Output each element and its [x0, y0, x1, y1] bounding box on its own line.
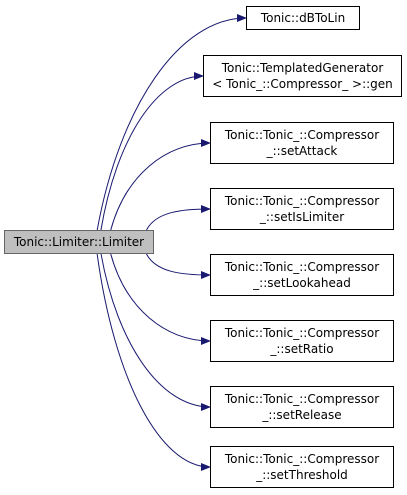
- callee-label-line1: Tonic::Tonic_::Compressor: [224, 326, 380, 340]
- callee-node-setrelease[interactable]: Tonic::Tonic_::Compressor _::setRelease: [210, 386, 394, 428]
- root-node-label: Tonic::Limiter::Limiter: [13, 235, 145, 249]
- callee-label-line1: Tonic::Tonic_::Compressor: [224, 452, 380, 466]
- callee-label-line1: Tonic::TemplatedGenerator: [221, 61, 384, 75]
- edge-root-to-setlookahead: [146, 253, 211, 279]
- callee-label-line2: < Tonic_::Compressor_ >::gen: [212, 77, 393, 91]
- callee-label-line2: _::setAttack: [266, 144, 338, 158]
- callee-label-line1: Tonic::Tonic_::Compressor: [224, 392, 380, 406]
- callee-node-setthreshold[interactable]: Tonic::Tonic_::Compressor _::setThreshol…: [210, 446, 394, 488]
- callee-node-setislimiter[interactable]: Tonic::Tonic_::Compressor _::setIsLimite…: [210, 188, 394, 230]
- edge-root-to-setrelease: [100, 253, 211, 411]
- callee-node-setattack[interactable]: Tonic::Tonic_::Compressor _::setAttack: [210, 122, 394, 164]
- edge-root-to-setattack: [110, 139, 211, 231]
- callee-label: Tonic::dBToLin: [260, 11, 346, 25]
- callee-label-line1: Tonic::Tonic_::Compressor: [224, 260, 380, 274]
- edge-root-to-dbtolin: [96, 14, 247, 231]
- root-node[interactable]: Tonic::Limiter::Limiter: [4, 230, 154, 254]
- callee-label-line2: _::setLookahead: [253, 276, 351, 290]
- edge-root-to-gen: [100, 72, 204, 231]
- edge-root-to-setislimiter: [146, 205, 211, 231]
- callee-node-setlookahead[interactable]: Tonic::Tonic_::Compressor _::setLookahea…: [210, 254, 394, 296]
- edge-root-to-setratio: [110, 253, 211, 345]
- callee-node-gen[interactable]: Tonic::TemplatedGenerator < Tonic_::Comp…: [203, 55, 402, 97]
- callee-label-line2: _::setIsLimiter: [259, 210, 345, 224]
- callee-node-setratio[interactable]: Tonic::Tonic_::Compressor _::setRatio: [210, 320, 394, 362]
- callee-label-line2: _::setThreshold: [256, 468, 348, 482]
- callee-label-line2: _::setRatio: [270, 342, 334, 356]
- callee-label-line1: Tonic::Tonic_::Compressor: [224, 194, 380, 208]
- callee-label-line1: Tonic::Tonic_::Compressor: [224, 128, 380, 142]
- edge-root-to-setthreshold: [96, 253, 211, 471]
- callee-node-dbtolin[interactable]: Tonic::dBToLin: [246, 6, 360, 30]
- callee-label-line2: _::setRelease: [262, 408, 342, 422]
